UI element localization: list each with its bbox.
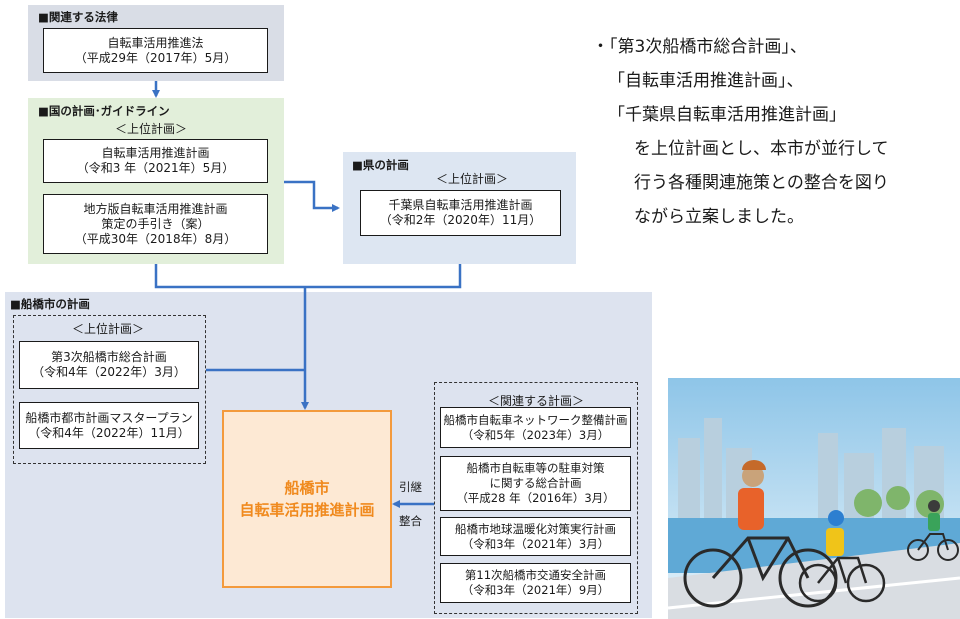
- core-plan-box: 船橋市 自転車活用推進計画: [222, 410, 392, 588]
- national-subheader: ＜上位計画＞: [115, 122, 188, 136]
- law-date: （平成29年（2017年）5月）: [74, 50, 237, 65]
- prefecture-plan-name: 千葉県自転車活用推進計画: [388, 198, 533, 212]
- inherit-label: 引継: [399, 480, 422, 494]
- national-plan-name: 自転車活用推進計画: [101, 146, 210, 160]
- description-line-5: 行う各種関連施策との整合を図り: [634, 173, 889, 193]
- national-plan-box: 自転車活用推進計画 （令和3 年（2021年）5月）: [43, 139, 268, 183]
- description-line-2: 「自転車活用推進計画」、: [608, 71, 804, 91]
- related-plan-climate-box: 船橋市地球温暖化対策実行計画 （令和3年（2021年）3月）: [440, 517, 631, 556]
- related-plan-climate-date: （令和3年（2021年）3月）: [461, 536, 610, 551]
- upper-plans-merge-line: [154, 264, 462, 289]
- national-to-prefecture-arrow: [284, 180, 340, 212]
- cyclists-illustration: [668, 378, 960, 619]
- related-plan-traffic-safety-date: （令和3年（2021年）9月）: [461, 583, 610, 597]
- city-master-plan-date: （令和4年（2022年）11月）: [28, 425, 190, 440]
- related-plan-network-name: 船橋市自転車ネットワーク整備計画: [443, 412, 628, 427]
- description-text: ・「第3次船橋市総合計画」、 「自転車活用推進計画」、 「千葉県自転車活用推進計…: [592, 30, 889, 234]
- related-plan-parking-box: 船橋市自転車等の駐車対策 に関する総合計画 （平成28 年（2016年）3月）: [440, 456, 631, 511]
- align-label: 整合: [399, 514, 422, 528]
- national-guideline-sub: 策定の手引き（案）: [101, 216, 210, 231]
- related-plans-label: ＜関連する計画＞: [488, 394, 585, 408]
- city-comprehensive-plan-date: （令和4年（2022年）3月）: [32, 365, 186, 379]
- cyclist-child: [798, 556, 886, 603]
- related-plan-traffic-safety-box: 第11次船橋市交通安全計画 （令和3年（2021年）9月）: [440, 563, 631, 603]
- core-plan-title: 自転車活用推進計画: [239, 501, 375, 519]
- national-guideline-name: 地方版自転車活用推進計画: [83, 201, 228, 216]
- city-comprehensive-plan-box: 第3次船橋市総合計画 （令和4年（2022年）3月）: [19, 341, 199, 389]
- city-master-plan-box: 船橋市都市計画マスタープラン （令和4年（2022年）11月）: [19, 402, 199, 449]
- national-guideline-date: （平成30年（2018年）8月）: [74, 231, 237, 246]
- related-plan-network-box: 船橋市自転車ネットワーク整備計画 （令和5年（2023年）3月）: [440, 407, 631, 448]
- national-header: ■国の計画･ガイドライン: [38, 104, 170, 118]
- related-plan-traffic-safety-name: 第11次船橋市交通安全計画: [464, 568, 607, 582]
- description-line-6: ながら立案しました。: [634, 207, 804, 227]
- prefecture-subheader: ＜上位計画＞: [436, 172, 509, 186]
- national-guideline-box: 地方版自転車活用推進計画 策定の手引き（案） （平成30年（2018年）8月）: [43, 194, 268, 254]
- cyclist-adult: [683, 536, 838, 608]
- description-line-4: を上位計画とし、本市が並行して: [634, 139, 889, 159]
- law-box: 自転車活用推進法 （平成29年（2017年）5月）: [43, 28, 268, 73]
- cyclist-adult-body: [738, 460, 766, 530]
- cyclist-far: [907, 533, 959, 561]
- city-comprehensive-plan-name: 第3次船橋市総合計画: [51, 350, 167, 364]
- city-header: ■船橋市の計画: [10, 297, 90, 311]
- related-plan-climate-name: 船橋市地球温暖化対策実行計画: [455, 521, 616, 536]
- related-plan-parking-sub: に関する総合計画: [489, 476, 582, 490]
- law-header: ■関連する法律: [38, 10, 118, 24]
- prefecture-plan-box: 千葉県自転車活用推進計画 （令和2年（2020年）11月）: [360, 190, 561, 236]
- prefecture-header: ■県の計画: [352, 158, 409, 172]
- related-plan-parking-date: （平成28 年（2016年）3月）: [456, 491, 615, 505]
- city-upper-label: ＜上位計画＞: [72, 322, 145, 336]
- description-line-1: ・「第3次船橋市総合計画」、: [592, 37, 807, 57]
- city-master-plan-name: 船橋市都市計画マスタープラン: [25, 410, 193, 425]
- related-plan-parking-name: 船橋市自転車等の駐車対策: [466, 461, 605, 475]
- related-plan-network-date: （令和5年（2023年）3月）: [461, 427, 610, 442]
- national-plan-date: （令和3 年（2021年）5月）: [76, 161, 235, 175]
- law-name: 自転車活用推進法: [107, 35, 204, 50]
- core-plan-city: 船橋市: [284, 479, 330, 497]
- description-line-3: 「千葉県自転車活用推進計画」: [608, 105, 846, 125]
- prefecture-plan-date: （令和2年（2020年）11月）: [379, 213, 542, 227]
- city-upper-plans-group: [13, 315, 206, 464]
- related-plans-group: [434, 382, 638, 614]
